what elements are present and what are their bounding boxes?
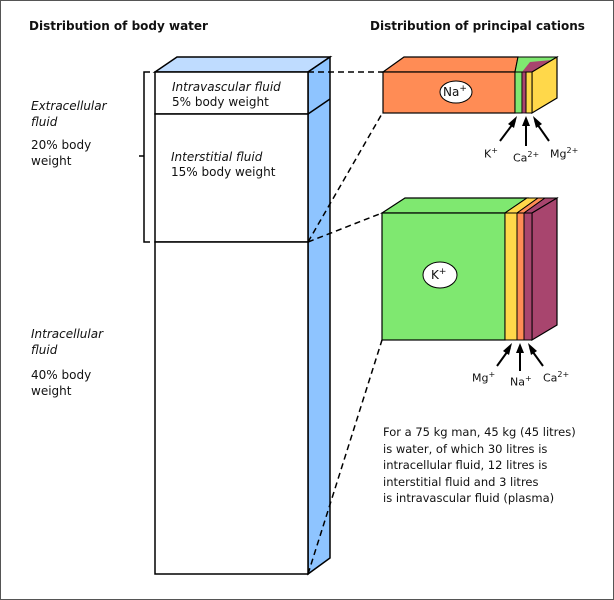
intravascular-weight: 5% body weight [172,95,269,109]
arrowhead-na-icf [516,343,524,353]
arrowhead-mg [533,116,542,128]
arrowhead-mg-icf [503,343,512,355]
icf-ion-ca: Ca2+ [543,370,569,385]
column-top-face [152,56,333,73]
ecf-calcium-band [521,71,527,114]
ecf-potassium-band [514,71,523,114]
intracellular-weight-1: 40% body [31,368,92,382]
icf-potassium-oval [422,261,458,289]
note-line: For a 75 kg man, 45 kg (45 litres) [383,425,576,439]
note-line: is water, of which 30 litres is [383,441,548,456]
body-water-note: For a 75 kg man, 45 kg (45 litres) is wa… [383,424,613,507]
extracellular-label-2: fluid [31,115,58,129]
intracellular-weight-2: weight [31,384,72,398]
interstitial-label: Interstitial fluid [171,150,263,164]
icf-calcium-band [523,212,533,341]
interstitial-weight: 15% body weight [171,165,276,179]
ecf-main-cation-charge: + [459,84,467,94]
interstitial-block [154,113,309,243]
extracellular-bracket [143,71,150,243]
icf-sodium-band [516,212,525,341]
ecf-main-cation: Na+ [443,84,467,99]
ecf-ion-mg-charge: 2+ [566,146,579,155]
connector-mid [307,212,383,243]
icf-ion-mg-charge: + [488,370,496,379]
ecf-ion-mg-symbol: Mg [550,147,567,161]
note-line: intracellular fluid, 12 litres is [383,458,548,472]
arrowhead-k [508,116,517,128]
ecf-ion-ca: Ca2+ [513,150,539,165]
icf-ion-ca-charge: 2+ [557,370,570,379]
arrowhead-ca-icf [528,343,537,355]
icf-ion-na: Na+ [510,374,532,389]
column-side-face [307,55,331,576]
extracellular-weight-1: 20% body [31,138,92,152]
icf-main-cation-charge: + [438,267,447,277]
connector-bottom [307,339,383,575]
ecf-ion-ca-charge: 2+ [527,150,540,159]
ecf-main-cation-symbol: Na [443,85,460,99]
intracellular-label-1: Intracellular [31,327,104,341]
note-line: is intravascular fluid (plasma) [383,491,555,505]
ecf-box-top-minor-2 [522,60,552,72]
icf-ion-mg-symbol: Mg [472,371,489,385]
title-principal-cations: Distribution of principal cations [370,19,585,33]
ecf-ion-mg: Mg2+ [550,146,578,161]
extracellular-label-1: Extracellular [31,99,107,113]
ecf-magnesium-band [525,71,533,114]
icf-box-side-face [531,196,558,342]
connector-top-2 [307,111,384,243]
icf-main-cation-symbol: K [431,268,439,282]
icf-ion-mg: Mg+ [472,370,495,385]
icf-box-top-face [379,197,529,214]
ecf-ion-k-charge: + [491,146,498,155]
extracellular-weight-2: weight [31,154,72,168]
intravascular-label: Intravascular fluid [172,80,281,94]
ecf-box-top-face [381,56,519,73]
intracellular-block [154,241,309,575]
ecf-ion-ca-symbol: Ca [513,151,528,165]
ecf-ion-k: K+ [484,146,498,161]
icf-ion-ca-symbol: Ca [543,371,558,385]
arrowhead-ca [522,116,530,126]
note-line: interstitial fluid and 3 litres [383,474,539,489]
title-body-water: Distribution of body water [29,19,208,33]
icf-main-cation: K+ [431,267,446,282]
ecf-sodium-oval [439,80,473,104]
icf-ion-na-symbol: Na [510,375,525,389]
icf-magnesium-band [504,212,518,341]
ecf-ion-k-symbol: K [484,147,492,161]
intracellular-label-2: fluid [31,343,58,357]
side-divider-1 [307,98,331,115]
icf-ion-na-charge: + [524,374,532,383]
